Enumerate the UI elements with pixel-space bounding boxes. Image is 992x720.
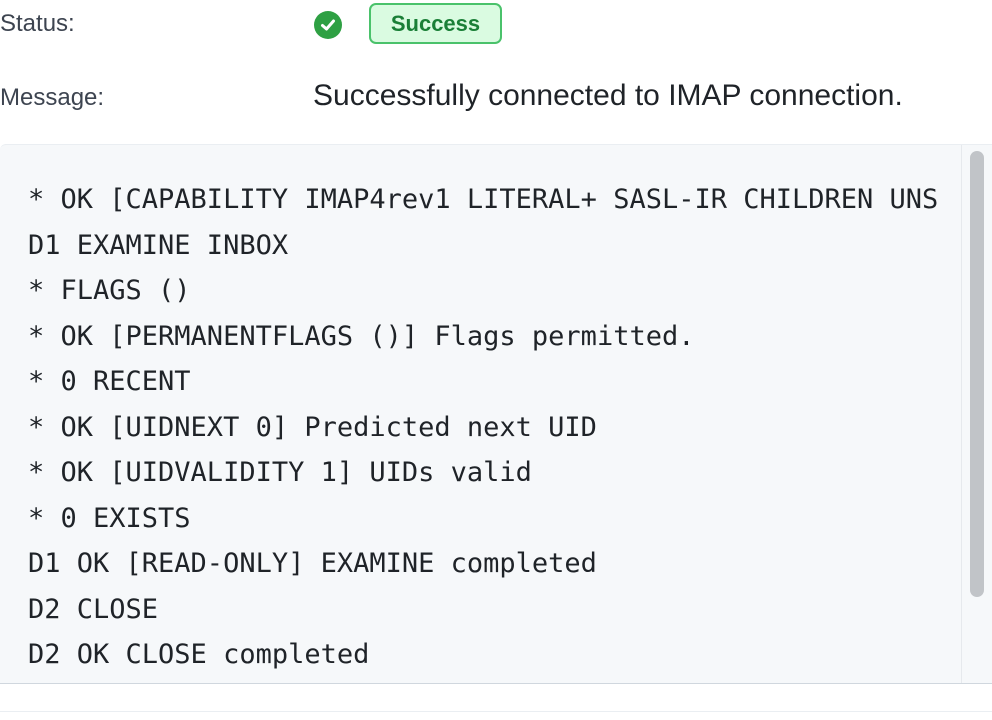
status-row: Status: Success <box>0 0 992 50</box>
log-line: D2 CLOSE <box>28 593 159 625</box>
log-line: * 0 RECENT <box>28 366 191 397</box>
message-text: Successfully connected to IMAP connectio… <box>313 79 903 112</box>
log-line: D1 OK [READ-ONLY] EXAMINE completed <box>28 548 597 579</box>
log-line: * OK [CAPABILITY IMAP4rev1 LITERAL+ SASL… <box>28 184 939 215</box>
log-line: * FLAGS () <box>28 275 191 306</box>
check-circle-icon <box>314 11 342 39</box>
log-line: * OK [PERMANENTFLAGS ()] Flags permitted… <box>28 320 695 352</box>
log-line: * OK [UIDVALIDITY 1] UIDs valid <box>28 457 532 488</box>
divider <box>0 711 992 712</box>
scrollbar-thumb[interactable] <box>970 151 984 597</box>
status-label: Status: <box>0 10 75 37</box>
log-line: D1 EXAMINE INBOX <box>28 229 289 261</box>
imap-log-content: * OK [CAPABILITY IMAP4rev1 LITERAL+ SASL… <box>28 177 962 678</box>
status-badge: Success <box>369 3 502 44</box>
message-row: Message: Successfully connected to IMAP … <box>0 72 992 122</box>
log-line: D2 OK CLOSE completed <box>28 639 370 670</box>
vertical-scrollbar[interactable] <box>961 145 992 683</box>
message-label: Message: <box>0 84 105 111</box>
imap-log-panel[interactable]: * OK [CAPABILITY IMAP4rev1 LITERAL+ SASL… <box>0 144 992 684</box>
log-line: * OK [UIDNEXT 0] Predicted next UID <box>28 411 597 443</box>
log-line: * 0 EXISTS <box>28 502 191 534</box>
